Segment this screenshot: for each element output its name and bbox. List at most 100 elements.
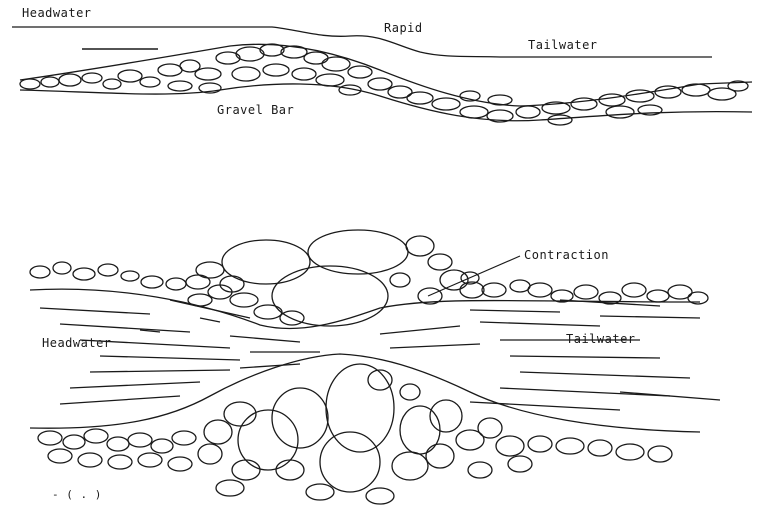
flow-line [500, 388, 670, 396]
gravel-stone [655, 86, 681, 98]
gravel-stone [508, 456, 532, 472]
streambed-upper [20, 44, 752, 106]
gravel-stone [306, 484, 334, 500]
gravel-stone [188, 294, 212, 306]
top-tailwater-label: Tailwater [528, 38, 598, 52]
gravel-stone [616, 444, 644, 460]
flow-line [90, 370, 230, 372]
top-gravel-stones [20, 44, 748, 125]
gravel-stone [574, 285, 598, 299]
gravel-stone [468, 462, 492, 478]
gravel-stone [140, 77, 160, 87]
gravel-stone [388, 86, 412, 98]
flow-line [100, 356, 240, 360]
flow-line [600, 316, 700, 318]
gravel-stone [204, 420, 232, 444]
gravel-stone [556, 438, 584, 454]
gravel-stone [588, 440, 612, 456]
gravel-stone [647, 290, 669, 302]
plan-headwater-label: Headwater [42, 336, 112, 350]
gravel-stone [626, 90, 654, 102]
gravel-stone [232, 67, 260, 81]
gravel-stone [276, 460, 304, 480]
flow-lines [40, 300, 720, 410]
gravel-stone [281, 46, 307, 58]
gravel-stone [308, 230, 408, 274]
gravel-stone [108, 455, 132, 469]
gravel-stone [548, 115, 572, 125]
gravel-stone [20, 79, 40, 89]
gravel-stone [516, 106, 540, 118]
gravel-stone [400, 406, 440, 454]
gravel-stone [238, 410, 298, 470]
upper-bank-line [30, 289, 700, 328]
gravel-stone [158, 64, 182, 76]
gravel-stone [128, 433, 152, 447]
gravel-stone [478, 418, 502, 438]
gravel-stone [682, 84, 710, 96]
gravel-stone [172, 431, 196, 445]
gravel-stone [528, 436, 552, 452]
gravel-stone [390, 273, 410, 287]
gravel-stone [195, 68, 221, 80]
flow-line [390, 344, 480, 348]
gravel-stone [407, 92, 433, 104]
gravel-stone [166, 278, 186, 290]
gravel-stone [121, 271, 139, 281]
gravel-stone [482, 283, 506, 297]
gravel-stone [78, 453, 102, 467]
gravel-stone [216, 480, 244, 496]
gravel-stone [63, 435, 85, 449]
gravel-stone [272, 266, 388, 326]
gravel-stone [400, 384, 420, 400]
gravel-stone [622, 283, 646, 297]
gravel-stone [107, 437, 129, 451]
gravel-stone [73, 268, 95, 280]
gravel-stone [366, 488, 394, 504]
gravel-stone [428, 254, 452, 270]
gravel-stone [141, 276, 163, 288]
gravel-stone [426, 444, 454, 468]
flow-line [230, 336, 300, 342]
gravel-stone [304, 52, 328, 64]
gravel-stone [326, 364, 394, 452]
flow-line [480, 322, 600, 326]
gravel-stone [432, 98, 460, 110]
gravel-stone [103, 79, 121, 89]
flow-line [240, 364, 300, 368]
contraction-label: Contraction [524, 248, 609, 262]
gravel-stone [138, 453, 162, 467]
top-headwater-label: Headwater [22, 6, 92, 20]
rapid-label: Rapid [384, 21, 423, 35]
gravel-stone [571, 98, 597, 110]
flow-line [40, 308, 150, 314]
gravel-stone [59, 74, 81, 86]
gravel-stone [168, 457, 192, 471]
gravel-stone [392, 452, 428, 480]
flow-line [470, 402, 620, 410]
gravel-stone [222, 240, 310, 284]
gravel-stone [260, 44, 284, 56]
flow-line [380, 326, 460, 334]
flow-line [520, 372, 690, 378]
flow-line [510, 356, 660, 358]
gravel-stone [599, 292, 621, 304]
gravel-stone [510, 280, 530, 292]
gravel-stone [488, 95, 512, 105]
gravel-stone [320, 432, 380, 492]
flow-line [70, 382, 200, 388]
gravel-stone [41, 77, 59, 87]
gravel-stone [272, 388, 328, 448]
gravel-stone [430, 400, 462, 432]
plan-view [30, 230, 720, 504]
gravel-stone [348, 66, 372, 78]
gravel-stone [196, 262, 224, 278]
gravel-stone [528, 283, 552, 297]
flow-line [620, 392, 720, 400]
gravel-stone [118, 70, 142, 82]
gravel-stone [198, 444, 222, 464]
gravel-stone [368, 78, 392, 90]
gravel-stone [322, 57, 350, 71]
gravel-stone [230, 293, 258, 307]
gravel-stone [84, 429, 108, 443]
